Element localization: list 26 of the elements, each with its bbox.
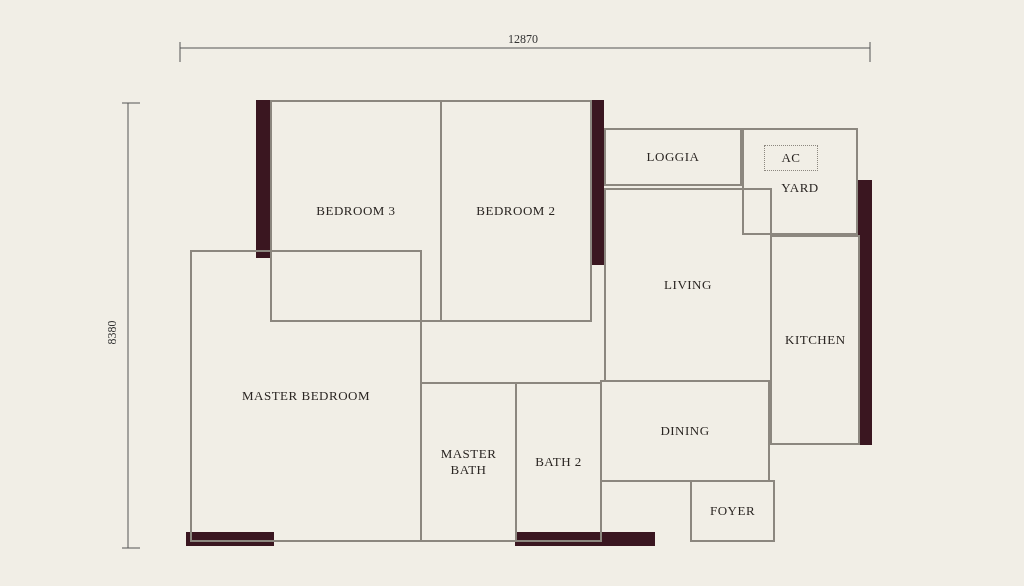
room-label: LIVING xyxy=(664,277,712,293)
room-area xyxy=(770,235,860,445)
room-label: FOYER xyxy=(709,503,756,519)
room-area xyxy=(420,382,517,542)
dimension-label: 8380 xyxy=(104,320,120,345)
room-label: AC xyxy=(781,150,801,166)
room-area xyxy=(440,100,592,322)
room-label: YARD xyxy=(781,180,819,196)
room-label: KITCHEN xyxy=(785,332,845,348)
room-area xyxy=(190,250,422,542)
room-area xyxy=(270,100,442,322)
room-area xyxy=(515,382,602,542)
room-area xyxy=(604,188,772,382)
room-label: DINING xyxy=(660,423,710,439)
room-area xyxy=(604,128,742,186)
room-area xyxy=(600,380,770,482)
room-area xyxy=(764,145,818,171)
room-label: LOGGIA xyxy=(646,149,700,165)
room-label: BEDROOM 2 xyxy=(476,203,556,219)
room-area xyxy=(690,480,775,542)
room-label: MASTER BATH xyxy=(439,446,498,478)
room-area xyxy=(742,128,858,235)
room-label: BEDROOM 3 xyxy=(316,203,396,219)
room-label: MASTER BEDROOM xyxy=(242,388,370,404)
room-label: BATH 2 xyxy=(535,454,582,470)
dimension-label: 12870 xyxy=(508,32,538,47)
